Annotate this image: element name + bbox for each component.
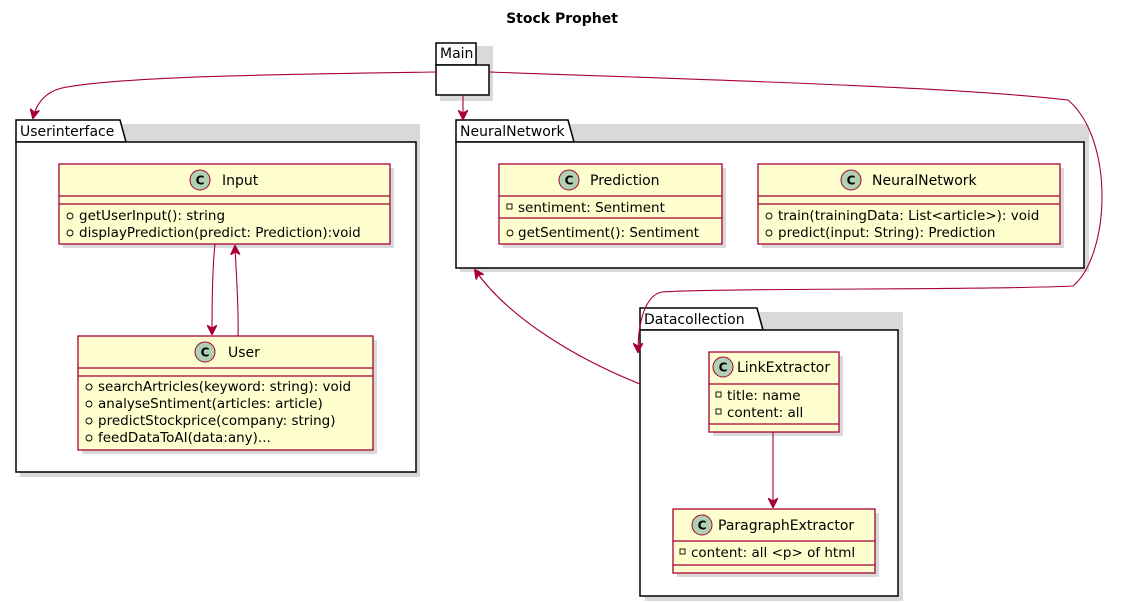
- class-stereotype-icon: [691, 514, 713, 536]
- class-name-paragraphextractor: ParagraphExtractor: [718, 518, 854, 534]
- class-neuralnetwork[interactable]: C NeuralNetwork train(trainingData: List…: [757, 163, 1064, 248]
- method: predict(input: String): Prediction: [778, 225, 995, 241]
- stereotype-letter: C: [719, 361, 728, 375]
- public-circle-icon: [85, 417, 93, 425]
- class-input[interactable]: C Input getUserInput(): string displayPr…: [58, 163, 394, 248]
- class-name-input: Input: [222, 173, 259, 189]
- class-prediction[interactable]: C Prediction sentiment: Sentiment getSen…: [498, 163, 726, 248]
- attribute: content: all: [727, 405, 803, 421]
- public-circle-icon: [506, 229, 514, 237]
- class-user[interactable]: C User searchArtricles(keyword: string):…: [77, 335, 377, 454]
- stereotype-letter: C: [698, 519, 707, 533]
- class-name-neuralnetwork: NeuralNetwork: [872, 173, 978, 189]
- stereotype-letter: C: [565, 174, 574, 188]
- package-label-userinterface: Userinterface: [20, 124, 114, 140]
- attribute: content: all <p> of html: [691, 545, 855, 561]
- method: searchArtricles(keyword: string): void: [98, 379, 351, 395]
- class-stereotype-icon: [189, 169, 211, 191]
- arrow-main-to-userinterface: [33, 71, 437, 118]
- private-square-icon: [715, 408, 722, 415]
- method: getSentiment(): Sentiment: [518, 225, 699, 241]
- arrow-user-to-input: [235, 246, 238, 337]
- class-name-user: User: [228, 345, 260, 361]
- private-square-icon: [715, 391, 722, 398]
- class-name-linkextractor: LinkExtractor: [737, 360, 830, 376]
- class-stereotype-icon: [840, 169, 862, 191]
- private-square-icon: [679, 548, 686, 555]
- class-name-prediction: Prediction: [590, 173, 660, 189]
- stereotype-letter: C: [201, 346, 210, 360]
- method: feedDataToAI(data:any)...: [98, 430, 271, 446]
- class-stereotype-icon: [194, 341, 216, 363]
- diagram-title: Stock Prophet: [506, 11, 618, 27]
- package-label-main: Main: [440, 46, 473, 62]
- public-circle-icon: [85, 400, 93, 408]
- public-circle-icon: [66, 212, 74, 220]
- class-stereotype-icon: [558, 169, 580, 191]
- public-circle-icon: [765, 212, 773, 220]
- arrow-input-to-user: [212, 243, 215, 334]
- package-main[interactable]: Main: [435, 42, 493, 101]
- public-circle-icon: [85, 434, 93, 442]
- arrow-main-to-datacollection: [488, 71, 1103, 352]
- package-label-datacollection: Datacollection: [644, 312, 745, 328]
- class-stereotype-icon: [712, 356, 734, 378]
- class-linkextractor[interactable]: C LinkExtractor title: name content: all: [708, 351, 843, 436]
- method: train(trainingData: List<article>): void: [778, 208, 1039, 224]
- class-paragraphextractor[interactable]: C ParagraphExtractor content: all <p> of…: [672, 508, 879, 577]
- method: predictStockprice(company: string): [98, 413, 336, 429]
- attribute: sentiment: Sentiment: [518, 200, 665, 216]
- attribute: title: name: [727, 388, 801, 404]
- arrow-datacollection-to-neuralnetwork: [475, 270, 641, 385]
- package-label-neuralnetwork: NeuralNetwork: [460, 124, 566, 140]
- public-circle-icon: [66, 229, 74, 237]
- public-circle-icon: [765, 229, 773, 237]
- method: analyseSntiment(articles: article): [98, 396, 323, 412]
- stereotype-letter: C: [847, 174, 856, 188]
- public-circle-icon: [85, 383, 93, 391]
- method: getUserInput(): string: [79, 208, 225, 224]
- stereotype-letter: C: [196, 174, 205, 188]
- method: displayPrediction(predict: Prediction):v…: [79, 225, 361, 241]
- private-square-icon: [506, 203, 513, 210]
